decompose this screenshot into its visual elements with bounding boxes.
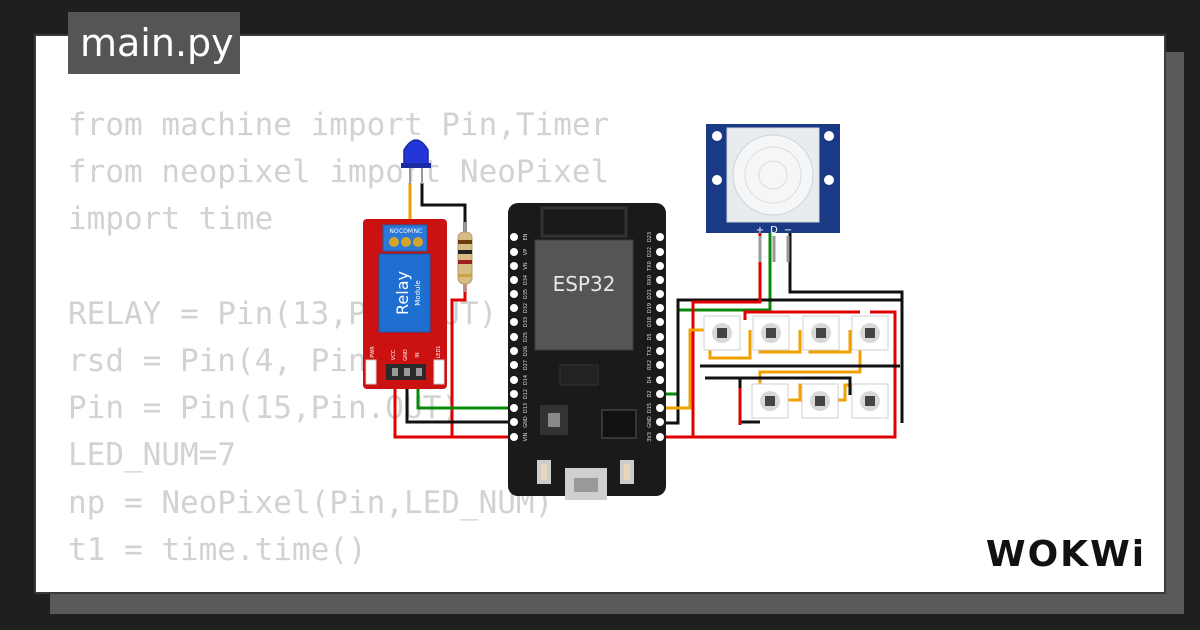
pir-pin-gnd: − [784, 225, 792, 236]
svg-text:D32: D32 [523, 303, 529, 313]
relay-title: Relay [393, 271, 412, 315]
code-line: from machine import Pin,Timer [68, 107, 610, 143]
relay-pin-no: NO [389, 228, 398, 235]
relay-pwr-label: PWR [370, 346, 376, 358]
relay-led-label: LED1 [436, 346, 442, 359]
neopixel [752, 315, 790, 351]
svg-text:D5: D5 [647, 333, 653, 340]
svg-text:TX2: TX2 [647, 346, 653, 357]
code-line: import time [68, 201, 274, 238]
wires-left [393, 183, 514, 439]
neopixel [851, 315, 889, 351]
relay-pin-com: COM [399, 228, 413, 235]
svg-text:VN: VN [523, 262, 529, 269]
svg-text:D4: D4 [647, 376, 653, 383]
esp32-right-labels: D23 D22 TX0 RX0 D21 D19 D18 D5 TX2 RX2 D… [647, 232, 653, 442]
neopixel [703, 315, 741, 351]
wire-pir-gnd [788, 228, 904, 300]
wire-pir-vcc [691, 228, 762, 437]
svg-text:TX0: TX0 [647, 261, 653, 272]
neopixel [801, 383, 839, 419]
resistor [457, 222, 473, 292]
circuit-diagram: NO COM NC Relay Module PWR LED1 VCC GND … [363, 124, 904, 500]
svg-text:D26: D26 [523, 346, 529, 356]
pir-pin-data: D [770, 225, 778, 236]
wokwi-logo: WOKWi [986, 534, 1146, 575]
wire-relay-in [416, 385, 514, 410]
svg-text:GND: GND [647, 416, 653, 428]
svg-text:D33: D33 [523, 317, 529, 327]
wire-relay-vcc [393, 385, 452, 439]
code-line: np = NeoPixel(Pin,LED_NUM) [68, 484, 554, 521]
wire-gnd-bus [660, 298, 904, 425]
svg-text:D14: D14 [523, 375, 529, 385]
esp32-left-labels: EN VP VN D34 D35 D32 D33 D25 D26 D27 D14… [523, 233, 529, 441]
pir-pin-vcc: + [756, 225, 764, 236]
svg-text:D22: D22 [647, 247, 653, 257]
code-line: from neopixel import NeoPixel [68, 154, 610, 191]
relay-pin-vcc: VCC [391, 349, 397, 360]
code-line: t1 = time.time() [68, 531, 367, 568]
svg-text:D15: D15 [647, 403, 653, 413]
code-line: LED_NUM=7 [68, 437, 236, 474]
wire-relay-gnd [405, 385, 514, 424]
svg-text:D27: D27 [523, 360, 529, 370]
relay-module: NO COM NC Relay Module PWR LED1 VCC GND … [363, 219, 447, 389]
neopixel [851, 383, 889, 419]
svg-text:D12: D12 [523, 389, 529, 399]
esp32-right-pins [656, 233, 664, 441]
filename-label: main.py [80, 21, 234, 65]
svg-text:GND: GND [523, 416, 529, 428]
svg-text:VIN: VIN [523, 432, 529, 441]
svg-text:RX0: RX0 [647, 275, 653, 285]
wire-resistor [450, 284, 514, 439]
svg-text:D34: D34 [523, 275, 529, 285]
neopixel [751, 383, 789, 419]
svg-text:VP: VP [523, 249, 529, 255]
svg-text:D2: D2 [647, 390, 653, 397]
relay-pin-in: IN [415, 352, 421, 357]
wire-vcc-bus [660, 310, 897, 439]
wokwi-logo-text: WOKWi [986, 534, 1146, 575]
esp32-left-pins [510, 233, 518, 441]
svg-text:D19: D19 [647, 303, 653, 313]
filename-tab: main.py [68, 12, 240, 74]
esp32-board: ESP32 EN VP VN D34 D35 D32 D33 D25 D26 D… [508, 203, 666, 500]
relay-pin-nc: NC [414, 228, 423, 235]
svg-text:3V3: 3V3 [647, 432, 653, 442]
relay-pin-gnd: GND [403, 349, 409, 361]
pir-sensor: + D − [706, 124, 840, 262]
svg-text:D21: D21 [647, 289, 653, 299]
svg-text:D13: D13 [523, 403, 529, 413]
svg-text:D25: D25 [523, 332, 529, 342]
wire-led-cathode [420, 183, 467, 232]
neopixels [703, 315, 889, 419]
svg-text:D35: D35 [523, 289, 529, 299]
neopixel [802, 315, 840, 351]
svg-text:D18: D18 [647, 317, 653, 327]
svg-text:EN: EN [523, 233, 529, 240]
relay-subtitle: Module [414, 280, 422, 305]
code-line: Pin = Pin(15,Pin.OUT) [68, 390, 460, 427]
esp32-label: ESP32 [553, 272, 616, 296]
svg-text:RX2: RX2 [647, 360, 653, 370]
svg-text:D23: D23 [647, 232, 653, 242]
blue-led [401, 139, 431, 184]
